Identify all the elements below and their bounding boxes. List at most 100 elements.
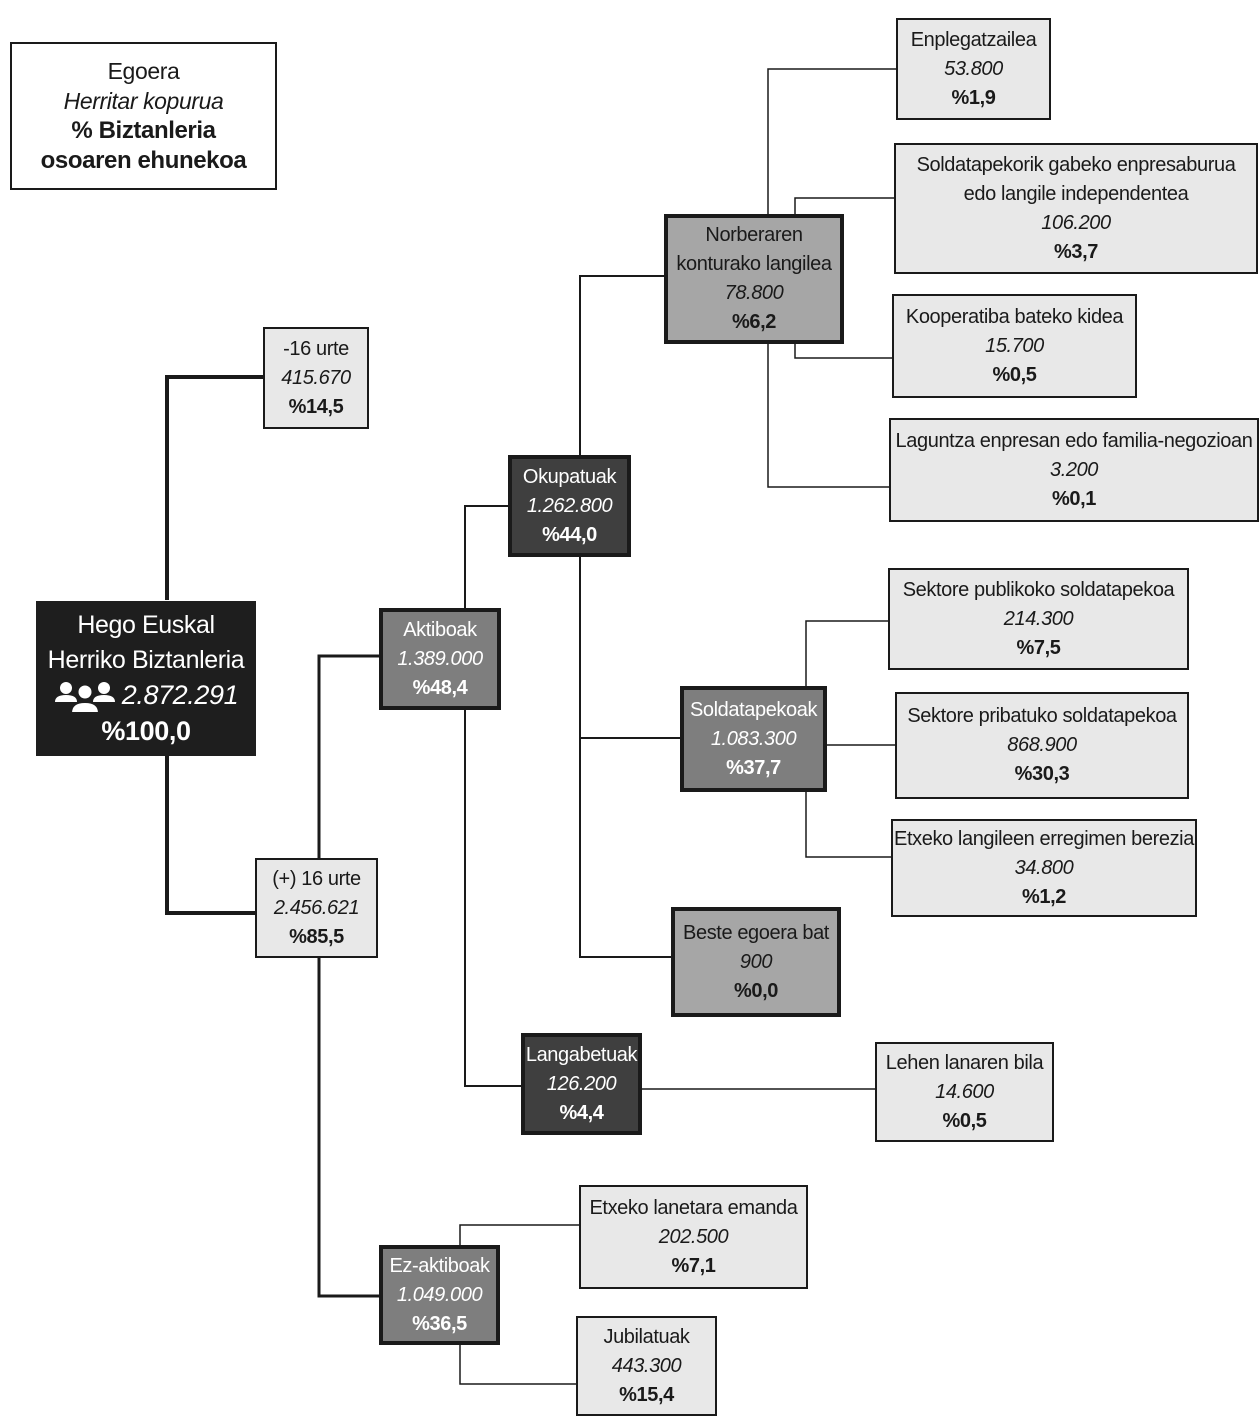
link-over16-ezaktiboak	[317, 957, 380, 1298]
node-over16: (+) 16 urte 2.456.621 %85,5	[255, 858, 378, 958]
node-label-line1: Norberaren	[705, 224, 803, 246]
node-label: Okupatuak	[522, 465, 617, 488]
node-root-population: Hego Euskal Herriko Biztanleria 2.872.29…	[36, 601, 256, 756]
node-pribatuko: Sektore pribatuko soldatapekoa 868.900 %…	[895, 692, 1189, 799]
node-pct: %0,5	[942, 1109, 987, 1132]
node-count: 53.800	[944, 57, 1003, 80]
node-label-line2: konturako langilea	[676, 253, 832, 275]
legend-pct-line2: osoaren ehunekoa	[40, 147, 247, 174]
node-jubilatuak: Jubilatuak 443.300 %15,4	[576, 1316, 717, 1416]
legend-box: Egoera Herritar kopurua % Biztanleria os…	[10, 42, 277, 190]
link-root-under16	[165, 375, 264, 600]
node-pct: %4,4	[559, 1101, 604, 1124]
legend-count: Herritar kopurua	[63, 88, 224, 114]
node-etxeko-langileen: Etxeko langileen erregimen berezia 34.80…	[891, 819, 1197, 917]
node-pct: %0,5	[992, 363, 1037, 386]
node-label: Etxeko lanetara emanda	[589, 1196, 798, 1219]
node-pct: %1,9	[951, 86, 996, 109]
node-count: 3.200	[1049, 458, 1099, 481]
node-label-line1: Soldatapekorik gabeko enpresaburua	[916, 153, 1236, 176]
node-label: -16 urte	[283, 337, 349, 360]
node-count: 126.200	[546, 1072, 617, 1095]
node-label: Sektore pribatuko soldatapekoa	[907, 705, 1177, 727]
node-ez-aktiboak: Ez-aktiboak 1.049.000 %36,5	[379, 1245, 500, 1345]
node-aktiboak: Aktiboak 1.389.000 %48,4	[379, 608, 501, 710]
people-icon	[54, 682, 115, 715]
node-label: Laguntza enpresan edo familia-negozioan	[895, 429, 1253, 452]
node-pct: %37,7	[726, 756, 781, 779]
node-pct: %7,1	[671, 1254, 716, 1277]
node-laguntza: Laguntza enpresan edo familia-negozioan …	[889, 418, 1259, 522]
link-ezaktiboak-etxekolan	[459, 1224, 580, 1245]
link-soldatapekoak-publikoko	[805, 620, 889, 686]
node-count: 1.049.000	[396, 1283, 483, 1306]
node-count: 1.389.000	[397, 647, 483, 670]
node-count: 15.700	[985, 334, 1044, 357]
node-count: 78.800	[724, 282, 784, 304]
legend-pct-line1: % Biztanleria	[71, 117, 216, 144]
legend-label: Egoera	[107, 58, 180, 84]
node-pct: %1,2	[1022, 885, 1066, 908]
node-label: Lehen lanaren bila	[885, 1051, 1044, 1074]
node-count: 900	[739, 950, 773, 973]
node-kooperatiba: Kooperatiba bateko kidea 15.700 %0,5	[892, 294, 1137, 398]
node-label-line2: edo langile independentea	[963, 182, 1189, 205]
node-under16: -16 urte 415.670 %14,5	[263, 327, 369, 429]
node-beste: Beste egoera bat 900 %0,0	[671, 907, 841, 1017]
node-count: 415.670	[281, 366, 351, 389]
node-count: 202.500	[658, 1225, 729, 1248]
link-okupatuak-beste	[579, 738, 672, 958]
link-norberaren-laguntza	[767, 344, 890, 488]
node-count: 106.200	[1041, 211, 1111, 234]
root-label-line1: Hego Euskal	[77, 610, 215, 639]
node-etxeko-lanetara: Etxeko lanetara emanda 202.500 %7,1	[579, 1185, 808, 1289]
node-pct: %36,5	[412, 1312, 467, 1335]
link-aktiboak-okupatuak	[464, 505, 509, 608]
node-pct: %15,4	[619, 1383, 674, 1406]
node-label: Sektore publikoko soldatapekoa	[902, 578, 1175, 601]
root-pct: %100,0	[101, 716, 191, 747]
node-norberaren: Norberaren konturako langilea 78.800 %6,…	[664, 214, 844, 344]
node-label: Kooperatiba bateko kidea	[905, 305, 1124, 328]
node-count: 34.800	[1014, 856, 1074, 879]
node-count: 1.262.800	[526, 494, 613, 517]
root-label-line2: Herriko Biztanleria	[47, 645, 245, 674]
link-norberaren-kooperatiba	[794, 344, 893, 359]
node-soldatapekoak: Soldatapekoak 1.083.300 %37,7	[680, 686, 827, 792]
node-count: 2.456.621	[273, 896, 360, 919]
node-enplegatzailea: Enplegatzailea 53.800 %1,9	[896, 18, 1051, 120]
link-norberaren-enplegatzailea	[767, 68, 897, 214]
link-over16-aktiboak	[317, 654, 380, 858]
link-aktiboak-langabetuak	[464, 710, 522, 1087]
node-pct: %0,0	[734, 979, 778, 1002]
node-pct: %85,5	[289, 925, 344, 948]
node-okupatuak: Okupatuak 1.262.800 %44,0	[508, 455, 631, 557]
node-count: 14.600	[935, 1080, 994, 1103]
node-label: Beste egoera bat	[683, 921, 829, 944]
node-label: Jubilatuak	[603, 1325, 690, 1348]
link-soldatapekoak-etxeko	[805, 792, 892, 858]
node-lehen-lan: Lehen lanaren bila 14.600 %0,5	[875, 1042, 1054, 1142]
node-publikoko: Sektore publikoko soldatapekoa 214.300 %…	[888, 568, 1189, 670]
link-okupatuak-soldatapekoak	[579, 556, 681, 739]
link-ezaktiboak-jubilatuak	[459, 1345, 577, 1385]
node-label: (+) 16 urte	[272, 867, 361, 890]
link-norberaren-soldatapekorik	[794, 197, 895, 214]
link-root-over16	[165, 756, 256, 915]
node-label: Soldatapekoak	[689, 698, 818, 721]
node-soldatapekorik: Soldatapekorik gabeko enpresaburua edo l…	[894, 143, 1258, 274]
node-label: Etxeko langileen erregimen berezia	[894, 827, 1194, 850]
node-pct: %44,0	[542, 523, 597, 546]
node-pct: %48,4	[412, 676, 468, 699]
node-label: Aktiboak	[403, 618, 477, 641]
node-count: 1.083.300	[710, 727, 797, 750]
node-pct: %30,3	[1014, 763, 1070, 785]
node-label: Ez-aktiboak	[389, 1254, 490, 1277]
node-label: Langabetuak	[525, 1043, 638, 1066]
root-count: 2.872.291	[121, 679, 239, 710]
node-pct: %14,5	[288, 395, 344, 418]
node-count: 214.300	[1003, 607, 1074, 630]
node-count: 443.300	[611, 1354, 682, 1377]
